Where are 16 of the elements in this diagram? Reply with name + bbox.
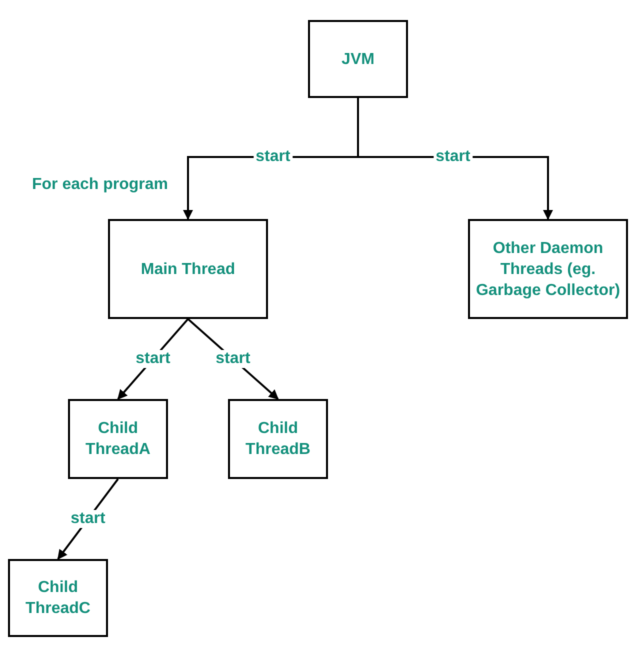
edge-label: start <box>134 350 172 368</box>
node-label: Main Thread <box>140 260 236 280</box>
edge-label: start <box>68 510 108 528</box>
note-label: For each program <box>32 176 168 194</box>
thread-box <box>468 219 628 319</box>
edge-label: start <box>214 350 252 368</box>
thread-box <box>308 20 408 98</box>
thread-box <box>228 399 328 479</box>
node-label: Other Daemon Threads (eg. Garbage Collector) <box>474 238 622 300</box>
node-label: JVM <box>342 50 374 70</box>
thread-box <box>8 559 108 637</box>
thread-box <box>68 399 168 479</box>
node-label: Child ThreadA <box>84 419 152 460</box>
node-label: Child ThreadC <box>24 578 92 619</box>
thread-box <box>108 219 268 319</box>
node-label: Child ThreadB <box>244 419 312 460</box>
